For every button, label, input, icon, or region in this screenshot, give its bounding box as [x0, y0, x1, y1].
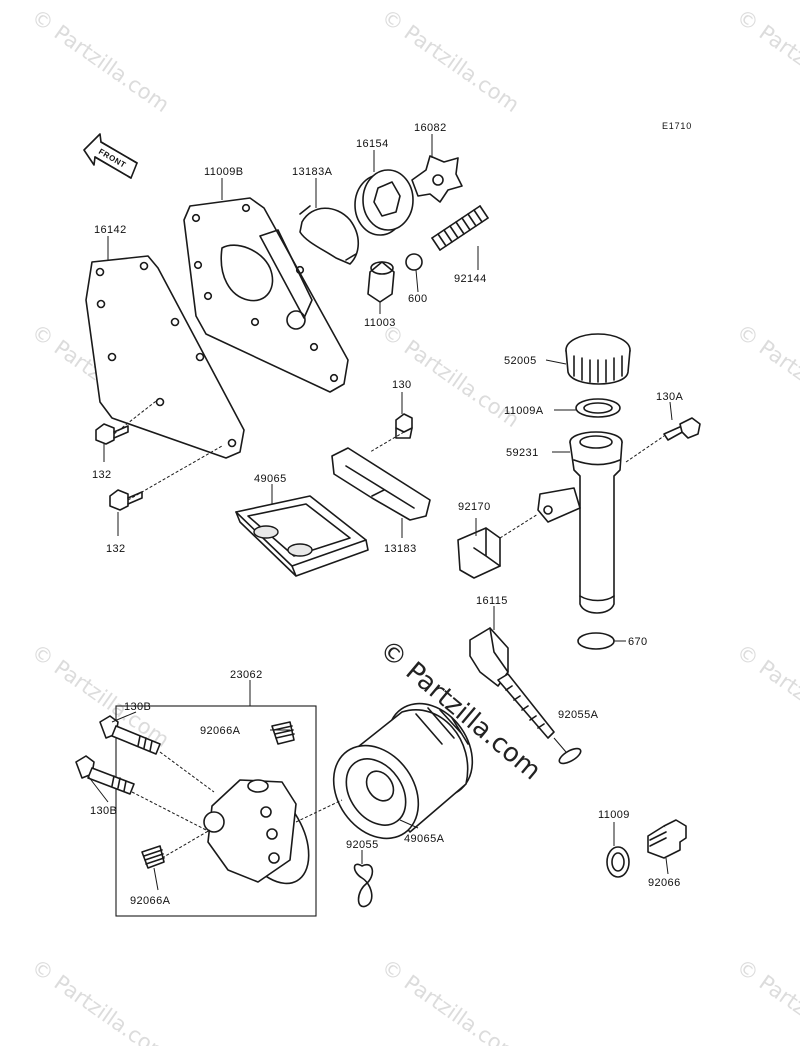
label-130A: 130A [656, 391, 684, 403]
label-23062: 23062 [230, 669, 263, 681]
label-16154: 16154 [356, 138, 389, 150]
plug-92066A-lower [141, 845, 165, 869]
label-670: 670 [628, 636, 648, 648]
label-59231: 59231 [506, 447, 539, 459]
label-11003: 11003 [364, 317, 396, 329]
filler-cap-52005 [565, 333, 631, 385]
label-13183A: 13183A [292, 166, 333, 178]
bolt-132-upper [95, 423, 129, 445]
label-130B-upper: 130B [124, 701, 151, 713]
label-92066: 92066 [648, 877, 681, 889]
watermark: © Partzilla.com [377, 4, 524, 117]
label-92055A: 92055A [558, 709, 599, 721]
watermark: © Partzilla.com [377, 319, 524, 432]
label-49065: 49065 [254, 473, 287, 485]
bolt-132-lower [109, 489, 143, 511]
label-132-upper: 132 [92, 469, 112, 481]
label-11009B: 11009B [204, 166, 244, 178]
assembly-box-23062 [115, 705, 317, 917]
plug-92066A-upper [271, 721, 295, 745]
watermark: © Partzilla.com [27, 4, 174, 117]
label-132-lower: 132 [106, 543, 126, 555]
watermark: © Partzilla.com [732, 954, 800, 1046]
oil-filter-49065A [332, 702, 474, 840]
clamp-92170 [457, 527, 501, 579]
watermark: © Partzilla.com [732, 639, 800, 752]
drain-plug-92066 [647, 819, 687, 859]
plate-13183A [299, 205, 360, 265]
label-11009: 11009 [598, 809, 630, 821]
watermark: © Partzilla.com [27, 954, 174, 1046]
label-130: 130 [392, 379, 412, 391]
label-92066A-lower: 92066A [130, 895, 171, 907]
strainer-49065 [235, 495, 369, 577]
washer-11009 [606, 846, 630, 878]
callout-labels: 16142 11009B 13183A 16154 16082 92144 60… [90, 122, 684, 907]
rotor-16154 [354, 169, 414, 236]
bolt-130 [395, 413, 413, 439]
watermark: © Partzilla.com [27, 639, 174, 752]
label-92170: 92170 [458, 501, 491, 513]
label-16115: 16115 [476, 595, 508, 607]
label-130B-lower: 130B [90, 805, 117, 817]
diagram-code: E1710 [662, 121, 692, 131]
label-16142: 16142 [94, 224, 127, 236]
o-ring-92055A [558, 747, 582, 765]
label-52005: 52005 [504, 355, 537, 367]
label-600: 600 [408, 293, 428, 305]
cover-plate-16142 [85, 255, 245, 459]
sleeve-11003 [367, 261, 395, 303]
spring-92144 [431, 205, 489, 251]
label-92144: 92144 [454, 273, 487, 285]
switch-16115 [469, 627, 555, 739]
bolt-130A [663, 417, 701, 441]
label-92055: 92055 [346, 839, 379, 851]
gasket-11009B [183, 197, 349, 393]
label-49065A: 49065A [404, 833, 445, 845]
label-92066A-upper: 92066A [200, 725, 241, 737]
o-ring-92055 [353, 863, 374, 908]
bracket-13183 [331, 447, 431, 521]
leader-lines [87, 134, 673, 891]
ball-600 [405, 253, 423, 271]
watermark: © Partzilla.com [732, 319, 800, 432]
watermark-layer: © Partzilla.com © Partzilla.com © Partzi… [27, 4, 800, 1046]
label-13183: 13183 [384, 543, 417, 555]
bolt-130B-lower [75, 755, 135, 795]
label-16082: 16082 [414, 122, 447, 134]
front-arrow-icon: FRONT [83, 133, 138, 179]
o-ring-670 [577, 632, 615, 650]
oil-filter-housing [203, 779, 310, 885]
inner-rotor-16082 [411, 155, 463, 203]
filler-tube-59231 [537, 431, 623, 614]
label-11009A: 11009A [504, 405, 544, 417]
watermark: © Partzilla.com [377, 954, 524, 1046]
watermark: © Partzilla.com [732, 4, 800, 117]
gasket-11009A [575, 398, 621, 418]
